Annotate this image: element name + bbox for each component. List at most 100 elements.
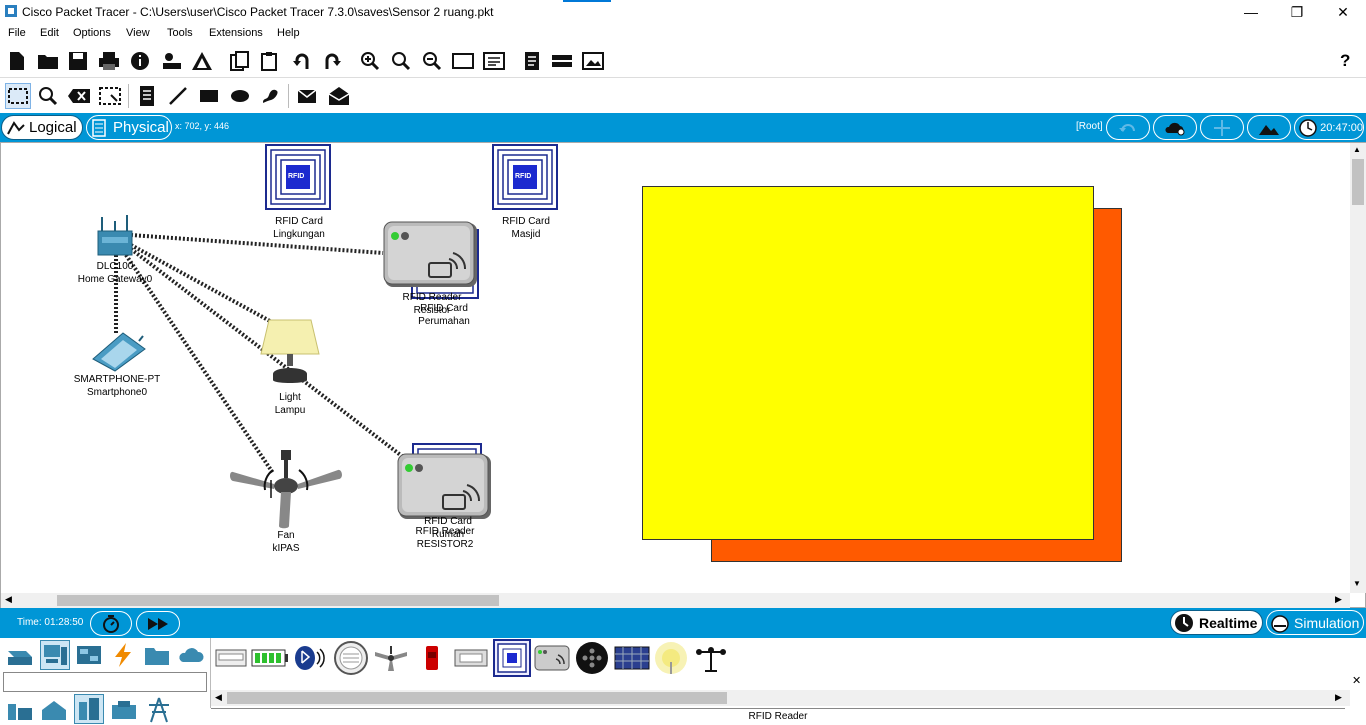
fast-forward-button[interactable]	[136, 611, 180, 636]
background-image-button[interactable]	[1247, 115, 1291, 140]
scroll-left-icon[interactable]: ◀	[5, 594, 12, 604]
delete-icon[interactable]	[67, 84, 91, 108]
menu-help[interactable]: Help	[277, 27, 300, 39]
horizontal-scroll-thumb[interactable]	[57, 595, 499, 606]
smart-city-icon[interactable]	[40, 696, 68, 724]
smoke-detector-icon[interactable]	[574, 640, 610, 676]
rfid-reader-resistor[interactable]	[383, 221, 479, 289]
device-scroll-left-icon[interactable]: ◀	[215, 692, 222, 702]
transmission-tower-icon[interactable]	[145, 696, 173, 724]
network-devices-icon[interactable]	[6, 641, 34, 669]
device-list-scrollbar[interactable]: ◀ ▶	[211, 690, 1350, 706]
add-simple-pdu-icon[interactable]	[296, 84, 320, 108]
bluetooth-speaker-icon[interactable]	[293, 642, 325, 674]
zoom-out-icon[interactable]	[420, 49, 444, 73]
maximize-button[interactable]: ❐	[1290, 3, 1304, 20]
industrial-devices-icon[interactable]	[74, 694, 104, 724]
cluster-button[interactable]	[1153, 115, 1197, 140]
draw-rectangle-icon[interactable]	[197, 84, 221, 108]
device-scroll-thumb[interactable]	[227, 692, 727, 704]
components-icon[interactable]	[75, 641, 103, 669]
add-complex-pdu-icon[interactable]	[327, 84, 351, 108]
menu-view[interactable]: View	[126, 27, 150, 39]
ceiling-fan-device-icon[interactable]	[373, 642, 409, 674]
rfid-card-lingkungan[interactable]: RFID	[265, 144, 331, 210]
light-device-icon[interactable]	[653, 640, 689, 676]
menu-file[interactable]: File	[8, 27, 26, 39]
power-cycle-button[interactable]	[90, 611, 132, 636]
viewport-clock-button[interactable]: 20:47:00	[1294, 115, 1364, 140]
activity-wizard-icon[interactable]	[190, 49, 214, 73]
ceiling-fan-icon[interactable]	[229, 450, 343, 530]
device-scroll-right-icon[interactable]: ▶	[1335, 692, 1342, 702]
multiuser-icon[interactable]	[177, 641, 205, 669]
window-icon[interactable]	[451, 49, 475, 73]
simulation-mode-button[interactable]: Simulation	[1266, 610, 1364, 635]
physical-tab[interactable]: Physical	[86, 115, 172, 140]
rfid-reader-device-icon[interactable]	[533, 642, 571, 674]
menu-options[interactable]: Options	[73, 27, 111, 39]
undo-icon[interactable]	[290, 49, 314, 73]
info-icon[interactable]	[128, 49, 152, 73]
rfid-card-masjid[interactable]: RFID	[492, 144, 558, 210]
back-button[interactable]	[1106, 115, 1150, 140]
end-devices-icon[interactable]	[40, 640, 70, 670]
minimize-button[interactable]: —	[1244, 4, 1258, 20]
logical-workspace[interactable]: DLC100 Home Gateway0 SMARTPHONE-PT Smart…	[0, 142, 1366, 608]
help-icon[interactable]: ?	[1340, 51, 1351, 70]
connections-icon[interactable]	[109, 641, 137, 669]
open-folder-icon[interactable]	[36, 49, 60, 73]
close-button[interactable]: ✕	[1337, 3, 1349, 20]
wind-turbine-icon[interactable]	[693, 642, 729, 674]
menu-tools[interactable]: Tools	[167, 27, 193, 39]
home-gateway-icon[interactable]	[96, 213, 136, 259]
device-search-field[interactable]	[3, 672, 207, 692]
scroll-down-icon[interactable]: ▼	[1353, 579, 1361, 588]
realtime-mode-button[interactable]: Realtime	[1170, 610, 1263, 635]
home-devices-icon[interactable]	[6, 696, 34, 724]
menu-edit[interactable]: Edit	[40, 27, 59, 39]
rfid-card-device-icon[interactable]	[493, 639, 531, 677]
network-info-icon[interactable]	[160, 49, 184, 73]
print-icon[interactable]	[97, 49, 121, 73]
notes-icon[interactable]	[520, 49, 544, 73]
panel-collapse-icon[interactable]: ✕	[1352, 675, 1362, 687]
paste-icon[interactable]	[258, 49, 282, 73]
coffee-maker-icon[interactable]	[417, 642, 447, 674]
draw-line-icon[interactable]	[166, 84, 190, 108]
miscellaneous-icon[interactable]	[143, 641, 171, 669]
scroll-right-icon[interactable]: ▶	[1335, 594, 1342, 604]
inspect-icon[interactable]	[36, 84, 60, 108]
power-grid-icon[interactable]	[110, 696, 138, 724]
motion-detector-icon[interactable]	[214, 642, 248, 674]
resize-shape-icon[interactable]	[98, 84, 122, 108]
carbon-monoxide-alarm-icon[interactable]	[333, 640, 369, 676]
light-lamp-icon[interactable]	[259, 318, 321, 390]
vertical-scrollbar[interactable]: ▲ ▼	[1350, 143, 1366, 593]
zoom-reset-icon[interactable]	[389, 49, 413, 73]
rfid-reader-resistor2[interactable]	[397, 453, 493, 521]
battery-icon[interactable]	[251, 642, 289, 674]
redo-icon[interactable]	[320, 49, 344, 73]
vertical-scroll-thumb[interactable]	[1352, 159, 1364, 205]
solar-panel-icon[interactable]	[613, 642, 651, 674]
door-icon[interactable]	[453, 642, 489, 674]
save-icon[interactable]	[66, 49, 90, 73]
menu-extensions[interactable]: Extensions	[209, 27, 263, 39]
horizontal-scrollbar[interactable]: ◀ ▶	[1, 593, 1350, 608]
draw-ellipse-icon[interactable]	[228, 84, 252, 108]
zoom-in-icon[interactable]	[358, 49, 382, 73]
place-note-icon[interactable]	[135, 84, 159, 108]
new-file-icon[interactable]	[5, 49, 29, 73]
scroll-up-icon[interactable]: ▲	[1353, 145, 1361, 154]
logical-tab[interactable]: Logical	[1, 115, 83, 140]
select-tool-icon[interactable]	[5, 83, 31, 109]
palette-icon[interactable]	[482, 49, 506, 73]
yellow-rectangle[interactable]	[642, 186, 1094, 540]
smartphone-icon[interactable]	[89, 329, 149, 373]
copy-icon[interactable]	[228, 49, 252, 73]
device-template-icon[interactable]	[550, 49, 574, 73]
freeform-icon[interactable]	[258, 84, 282, 108]
move-object-button[interactable]	[1200, 115, 1244, 140]
screenshot-icon[interactable]	[581, 49, 605, 73]
